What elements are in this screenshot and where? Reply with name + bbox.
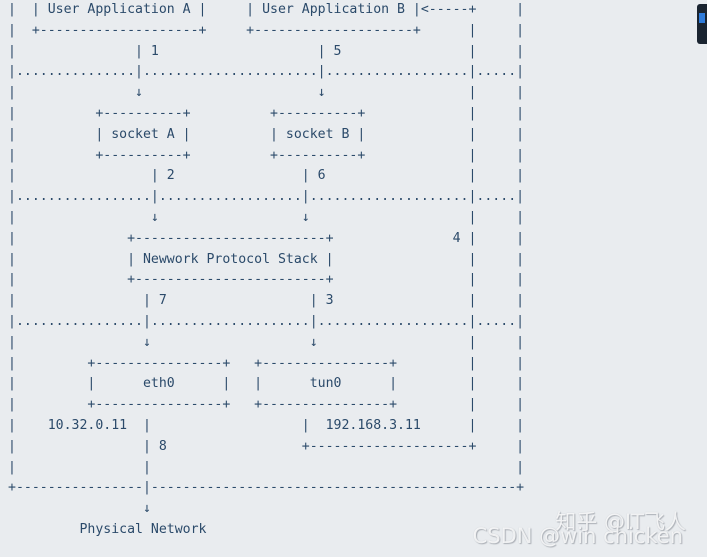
clipped-corner-button[interactable]	[697, 4, 707, 44]
corner-button-glyph-icon	[699, 13, 705, 23]
ascii-network-diagram: | | User Application A | | User Applicat…	[8, 2, 525, 537]
